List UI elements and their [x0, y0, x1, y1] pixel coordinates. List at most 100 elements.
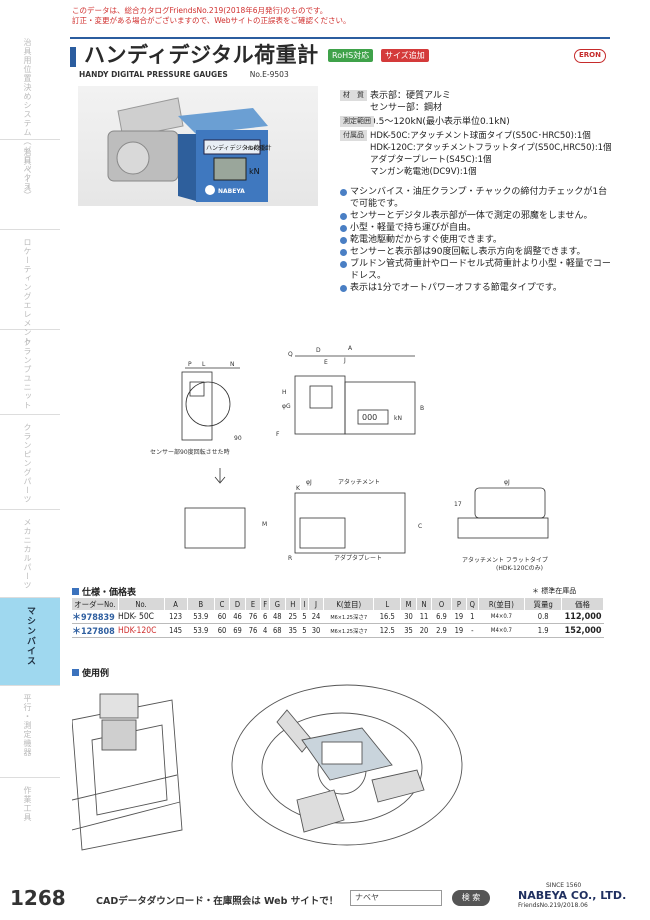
dim-label: φG [282, 403, 291, 410]
rohs-badge: RoHS対応 [328, 49, 374, 62]
table-header-row: オーダーNo. No. A B C D E F G H I J K(並目) L … [72, 598, 604, 610]
feature-item: 乾電池駆動だからすぐ使用できます。 [340, 234, 612, 246]
table-cell: 19 [451, 610, 467, 624]
sidebar-item-jig-base[interactable]: 治具ベース [0, 140, 60, 230]
nabeya-logo: SINCE 1560 NABEYA CO., LTD. FriendsNo.21… [518, 882, 626, 909]
table-cell: 11 [416, 610, 432, 624]
title-accent [70, 47, 76, 67]
sidebar-item-clamping-parts[interactable]: クランピングパーツ [0, 415, 60, 510]
table-cell: 5 [300, 610, 309, 624]
table-row: ＊978839 HDK- 50C 123 53.9 60 46 76 6 48 … [72, 610, 604, 624]
sidebar-item-tools[interactable]: 作業工具 [23, 786, 32, 822]
column-header: 価格 [561, 598, 604, 610]
table-cell: 30 [400, 610, 417, 624]
device-model: HDK-50C [246, 146, 269, 152]
column-header: B [187, 598, 215, 610]
table-cell: 16.5 [373, 610, 401, 624]
device-unit: kN [249, 167, 260, 176]
sidebar-item-mechanical[interactable]: メカニカルパーツ [0, 510, 60, 598]
table-cell: 68 [269, 623, 286, 638]
table-cell: 1.9 [524, 623, 562, 638]
table-cell: 53.9 [187, 623, 215, 638]
sidebar-item-clamp-unit[interactable]: クランプユニット [0, 330, 60, 415]
table-cell: 4 [260, 623, 270, 638]
catalog-edition: FriendsNo.219/2018.06 [518, 902, 588, 909]
order-number[interactable]: ＊127808 [72, 623, 118, 638]
search-button[interactable]: 検 索 [452, 890, 490, 906]
column-header: I [300, 598, 309, 610]
sensor-note: センサー部90度回転させた時 [150, 448, 230, 456]
price-cell: 112,000 [561, 610, 604, 624]
dim-label: 17 [454, 501, 462, 508]
table-cell: 12.5 [373, 623, 401, 638]
column-header: C [214, 598, 231, 610]
table-cell: 53.9 [187, 610, 215, 624]
notice-line: このデータは、総合カタログFriendsNo.219(2018年6月発行)のもの… [72, 6, 328, 15]
spec-table-heading: 仕様・価格表 [72, 585, 136, 598]
table-cell: 0.8 [524, 610, 562, 624]
column-header: M [400, 598, 417, 610]
sidebar-item-zerox[interactable]: 治具用位置決めシステム（ゼロックス） [0, 30, 60, 200]
dim-label: 90 [234, 435, 242, 442]
order-number[interactable]: ＊978839 [72, 610, 118, 624]
table-cell: 145 [164, 623, 188, 638]
column-header: J [308, 598, 325, 610]
notice-line: 訂正・変更がある場合がございますので、Webサイトの正誤表をご確認ください。 [72, 16, 351, 25]
feature-item: 小型・軽量で持ち運びが自由。 [340, 222, 612, 234]
spec-accessories: 付属品 HDK-50C:アタッチメント球面タイプ(S50C･HRC50):1個 … [340, 130, 612, 178]
feature-item: マシンバイス・油圧クランプ・チャックの締付力チェックが1台で可能です。 [340, 186, 612, 210]
feature-item: センサーと表示部は90度回転し表示方向を調整できます。 [340, 246, 612, 258]
table-cell: 35 [400, 623, 417, 638]
column-header: No. [118, 598, 165, 610]
column-header: K(並目) [323, 598, 375, 610]
column-header: L [373, 598, 402, 610]
feature-item: センサーとデジタル表示部が一体で測定の邪魔をしません。 [340, 210, 612, 222]
table-row: ＊127808 HDK-120C 145 53.9 60 69 76 4 68 … [72, 623, 604, 638]
sidebar-item-machine-vise[interactable]: マシンバイス [0, 598, 60, 686]
table-cell: M4×0.7 [478, 623, 525, 638]
table-cell: 48 [269, 610, 286, 624]
table-cell: 46 [229, 610, 246, 624]
readout: 000 [362, 413, 377, 422]
table-cell: M4×0.7 [478, 610, 525, 624]
price-cell: 152,000 [561, 623, 604, 638]
stock-note: ＊ 標準在庫品 [532, 587, 577, 595]
column-header: G [269, 598, 286, 610]
column-header: R(並目) [478, 598, 526, 610]
sidebar-item-measuring[interactable]: 平行・測定機器 [0, 686, 60, 778]
table-cell: 69 [229, 623, 246, 638]
english-title: HANDY DIGITAL PRESSURE GAUGES [79, 70, 228, 79]
feature-item: ブルドン管式荷重計やロードセル式荷重計より小型・軽量でコードレス。 [340, 258, 612, 282]
product-photo: ハンディデジタル荷重計 HDK-50C kN NABEYA [78, 86, 318, 206]
dim-label: H [282, 389, 287, 396]
table-cell: 35 [285, 623, 301, 638]
dim-label: φJ [306, 479, 312, 486]
flat-attachment-label: アタッチメント フラットタイプ [462, 556, 548, 564]
spec-material: 材 質 表示部：硬質アルミ センサー部：鋼材 [340, 90, 612, 114]
table-cell: 6 [260, 610, 270, 624]
search-input[interactable]: ナベヤ [350, 890, 442, 906]
table-cell: 5 [300, 623, 309, 638]
table-cell: 24 [308, 610, 324, 624]
dim-label: P [188, 361, 192, 368]
column-header: H [285, 598, 302, 610]
table-cell: 123 [164, 610, 188, 624]
column-header: O [431, 598, 452, 610]
table-cell: 25 [285, 610, 301, 624]
spec-range: 測定範囲 0.5〜120kN(最小表示単位0.1kN) [340, 116, 612, 128]
model-cell: HDK-120C [118, 623, 164, 638]
feature-list: マシンバイス・油圧クランプ・チャックの締付力チェックが1台で可能です。 センサー… [340, 186, 612, 294]
sidebar-item-locating[interactable]: ロケーティングエレメント [0, 230, 60, 346]
page-title: ハンディデジタル荷重計 [84, 43, 319, 67]
feature-item: 表示は1分でオートパワーオフする節電タイプです。 [340, 282, 612, 294]
usage-illustrations [71, 680, 610, 856]
search-button-label: 検 索 [461, 893, 481, 902]
table-cell: - [466, 623, 478, 638]
dim-label: L [202, 361, 206, 368]
usage-drawing [71, 684, 463, 851]
column-header: A [164, 598, 188, 610]
table-cell: 20 [416, 623, 432, 638]
dim-label: Q [288, 351, 293, 358]
dim-label: φJ [504, 479, 510, 486]
dimension-drawings: A B C D E F φG H J φJ φJ K L M N P Q R 9… [150, 345, 549, 572]
